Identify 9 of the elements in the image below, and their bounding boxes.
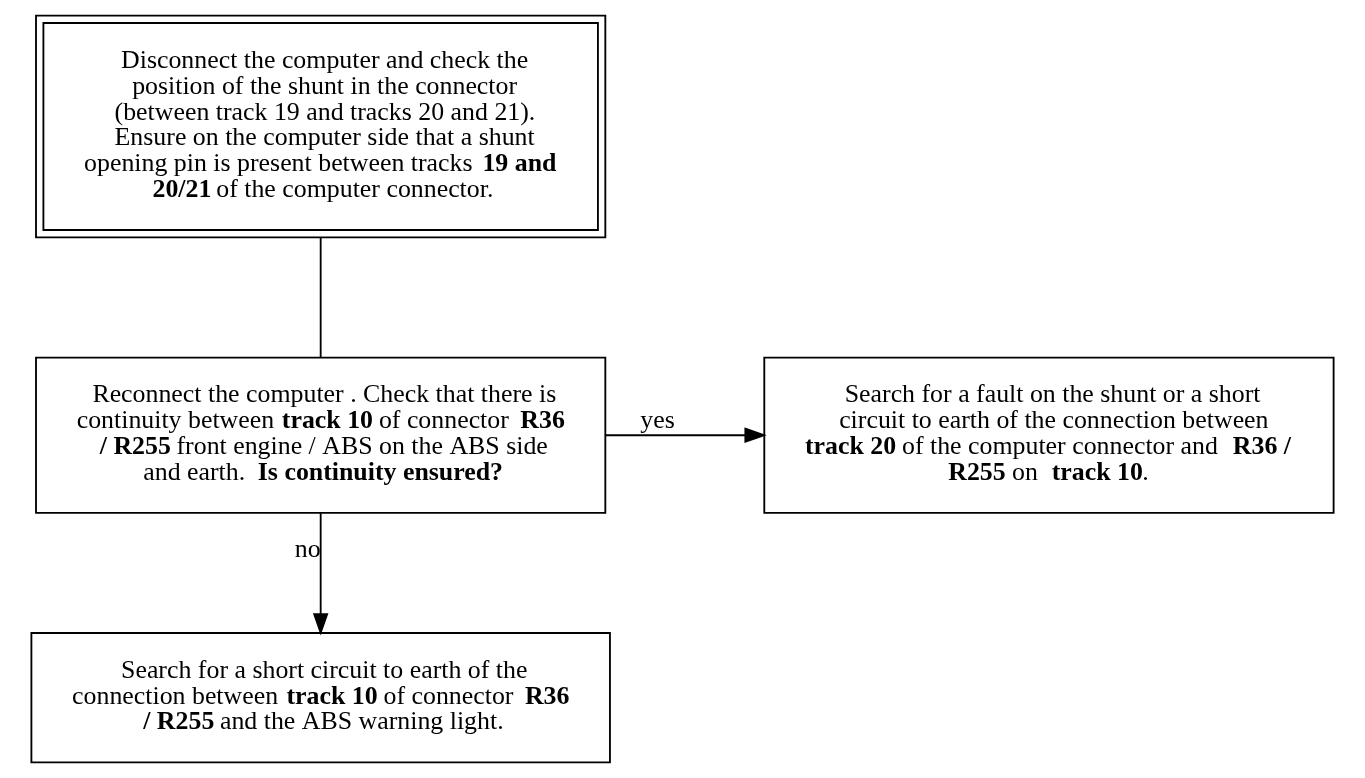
connector (319, 237, 322, 359)
node-box: Search for a short circuit to earth of the connection between track 10 of connector R36 / R255 and the ABS warning light. (30, 632, 611, 764)
arrow (604, 427, 767, 443)
edge-label: yes (640, 405, 675, 435)
node-box: Search for a fault on the shunt or a short circuit to earth of the connection between track 20 of the computer connector and R36 / R255 on track 10. (763, 356, 1335, 514)
node-box: Disconnect the computer and check the position of the shunt in the connector (between track 19 and tracks 20 and 21). Ensure on the computer side that a shunt opening pin is present between tracks 19 and 20/21 of the computer connector. (35, 14, 607, 239)
arrow (312, 512, 329, 636)
edge-label: no (294, 533, 321, 563)
node-box: Reconnect the computer . Check that there is continuity between track 10 of connector R36 / R255 front engine / ABS on the ABS side and earth. Is continuity ensured? (35, 356, 607, 514)
